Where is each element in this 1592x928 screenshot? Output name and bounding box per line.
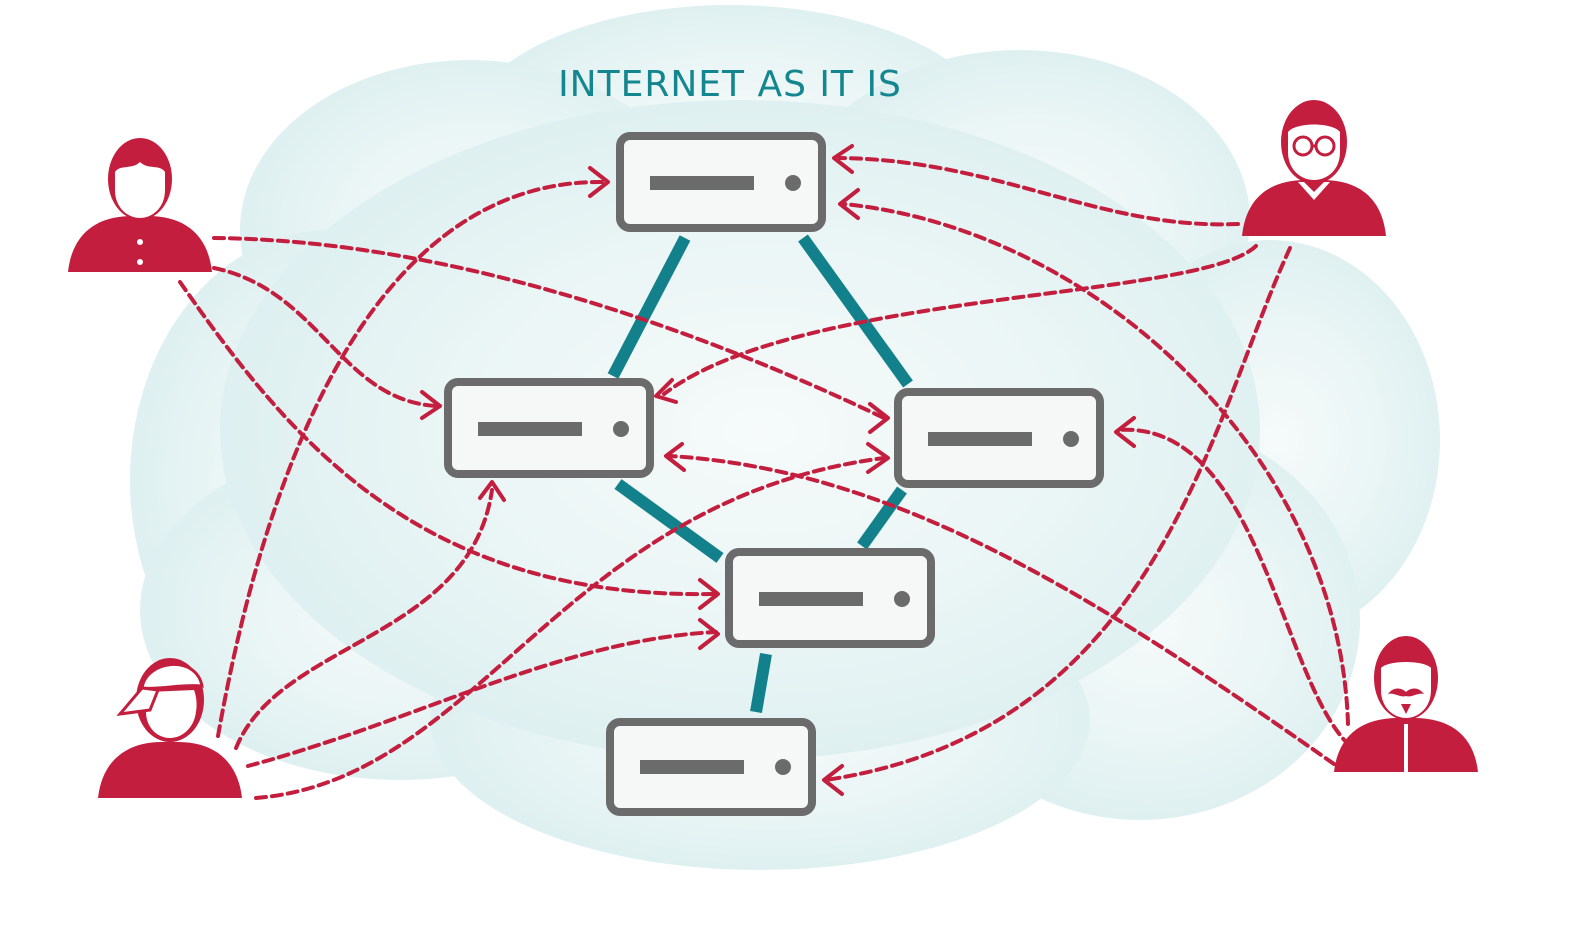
jacket-zipper [1404,724,1408,772]
user-connections [178,156,1352,800]
arrowhead [654,378,678,404]
arrowhead [866,442,890,474]
link-top-right [798,234,913,388]
connection-path [178,280,718,597]
mustache-icon [1388,688,1424,697]
user-bottom-left [98,658,242,798]
server-center [725,548,935,648]
arrowhead [838,188,860,220]
arrowhead [832,144,854,174]
link-top-left [607,235,691,379]
server-slot [650,176,754,190]
user-bottom-right [1334,636,1478,772]
link-center-bottom [750,652,772,714]
server-slot [640,760,744,774]
diagram-title: INTERNET AS IT IS [558,64,902,105]
user-face [146,690,197,738]
user-cap-icon [98,742,242,798]
server-left [444,378,654,478]
user-glasses-icon [1242,180,1386,236]
connection-path [234,488,494,750]
server-led [1063,431,1079,447]
server-led [785,175,801,191]
connection-path [662,244,1258,396]
connection-path [668,454,1336,766]
connection-path [838,156,1240,227]
user-face [115,162,165,218]
server-led [775,759,791,775]
link-right-center [857,486,907,550]
connection-path [246,630,718,768]
arrowhead [822,764,844,796]
glasses-icon [1292,135,1336,157]
server-right [894,388,1104,488]
shirt-button [137,239,143,245]
server-bottom [606,718,816,816]
connection-path [842,202,1350,726]
arrowhead [478,480,506,502]
cap-icon [140,662,204,690]
user-face [1381,662,1431,718]
connection-path [1116,427,1352,748]
server-slot [759,592,863,606]
user-top-left [68,138,212,272]
server-led [613,421,629,437]
beard-icon [1401,704,1411,714]
shirt-button [137,259,143,265]
arrowhead [664,442,686,472]
server-top [616,132,826,232]
arrowhead [868,402,890,434]
arrowhead [1114,416,1136,448]
connection-path [212,236,886,420]
server-slot [928,432,1032,446]
cap-brim [116,686,161,717]
link-left-center [614,479,724,563]
connection-path [216,179,604,738]
user-top-right [1242,100,1386,236]
arrowheads [420,144,1136,796]
server-slot [478,422,582,436]
server-links [607,234,913,714]
shirt-collar [1298,182,1330,200]
connection-path [212,266,438,408]
connection-path [824,246,1292,782]
server-led [894,591,910,607]
arrowhead [420,390,442,420]
connection-path [254,456,886,800]
arrowhead [698,578,720,610]
arrowhead [698,618,720,650]
arrowhead [588,166,610,198]
